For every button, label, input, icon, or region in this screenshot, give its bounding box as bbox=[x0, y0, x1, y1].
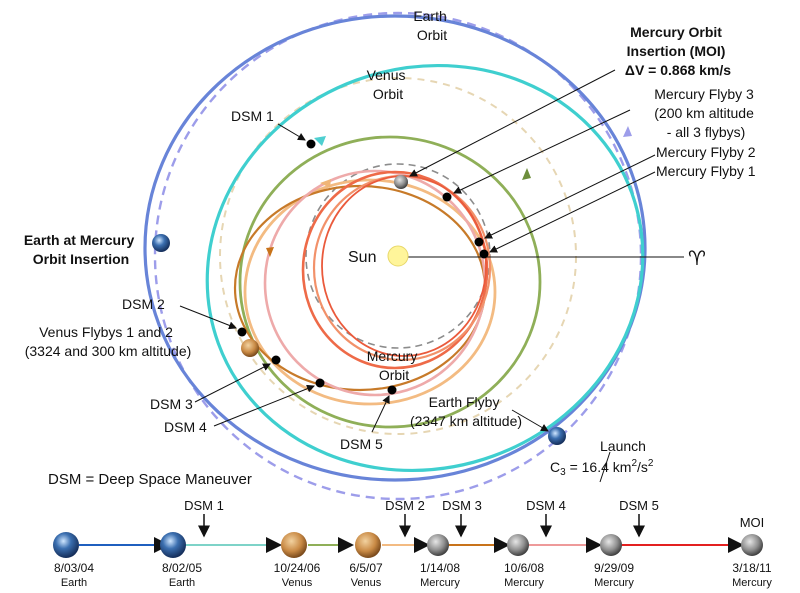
timeline-body: Venus bbox=[351, 577, 382, 589]
arrow-cyan-icon bbox=[314, 136, 326, 146]
event-dots bbox=[237, 139, 489, 395]
timeline-earth-2-icon bbox=[160, 532, 186, 558]
timeline-venus-2-icon bbox=[355, 532, 381, 558]
aries-symbol: ♈ bbox=[688, 248, 706, 270]
launch-label: Launch bbox=[600, 438, 646, 454]
timeline-marker-dsm3: DSM 3 bbox=[442, 498, 482, 513]
c3-label: C3 = 16.4 km2/s2 bbox=[550, 458, 654, 478]
earth-flyby-label: Earth Flyby (2347 km altitude) bbox=[410, 394, 522, 429]
venus-orbit bbox=[219, 77, 577, 435]
timeline-body: Venus bbox=[282, 577, 313, 589]
trajectories bbox=[143, 14, 647, 482]
timeline: DSM 1 DSM 2 DSM 3 DSM 4 DSM 5 MOI 8/03/0… bbox=[53, 498, 772, 589]
earth-launch-icon bbox=[548, 427, 566, 445]
labels: Earth Orbit Venus Orbit Mercury Orbit Me… bbox=[24, 8, 758, 488]
trajectory-venus-mercury bbox=[243, 178, 497, 406]
earth-orbit bbox=[153, 11, 643, 501]
dsm1-dot bbox=[306, 139, 316, 149]
timeline-earth-1-icon bbox=[53, 532, 79, 558]
venus-flybys-label: Venus Flybys 1 and 2 (3324 and 300 km al… bbox=[25, 324, 192, 359]
dsm3-dot bbox=[271, 355, 281, 365]
earth-at-moi-label: Earth at Mercury Orbit Insertion bbox=[24, 232, 138, 267]
timeline-body: Mercury bbox=[420, 577, 460, 589]
dsm2-label: DSM 2 bbox=[122, 296, 165, 312]
timeline-body: Mercury bbox=[732, 577, 772, 589]
timeline-marker-dsm5: DSM 5 bbox=[619, 498, 659, 513]
flyby1-dot bbox=[479, 249, 489, 259]
trajectory-earth-venus bbox=[205, 63, 645, 473]
timeline-mercury-4-icon bbox=[741, 534, 763, 556]
timeline-dates: 8/03/04 Earth 8/02/05 Earth 10/24/06 Ven… bbox=[54, 561, 772, 589]
trajectory-earth-earth bbox=[143, 14, 647, 482]
sun-icon bbox=[387, 245, 409, 267]
timeline-date: 6/5/07 bbox=[349, 561, 383, 575]
arrow-earth-icon bbox=[623, 126, 632, 137]
dsm4-label: DSM 4 bbox=[164, 419, 207, 435]
timeline-body: Mercury bbox=[504, 577, 544, 589]
sun-label: Sun bbox=[348, 249, 376, 266]
timeline-mercury-3-icon bbox=[600, 534, 622, 556]
trajectory-mercury-5 bbox=[321, 175, 487, 357]
dsm1-label: DSM 1 bbox=[231, 108, 274, 124]
earth-at-moi-icon bbox=[152, 234, 170, 252]
flyby1-label: Mercury Flyby 1 bbox=[656, 163, 756, 179]
trajectory-mercury-3 bbox=[301, 170, 489, 370]
timeline-body: Earth bbox=[169, 577, 195, 589]
timeline-date: 9/29/09 bbox=[594, 561, 634, 575]
mercury-at-moi-icon bbox=[394, 175, 408, 189]
trajectory-venus-venus bbox=[238, 135, 542, 429]
timeline-date: 8/03/04 bbox=[54, 561, 94, 575]
dsm-legend: DSM = Deep Space Maneuver bbox=[48, 471, 252, 488]
flyby2-label: Mercury Flyby 2 bbox=[656, 144, 756, 160]
dsm5-label: DSM 5 bbox=[340, 436, 383, 452]
dsm4-dot bbox=[315, 378, 325, 388]
timeline-body: Mercury bbox=[594, 577, 634, 589]
timeline-body: Earth bbox=[61, 577, 87, 589]
earth-orbit-label: Earth Orbit bbox=[413, 8, 450, 43]
timeline-date: 3/18/11 bbox=[732, 561, 771, 575]
direction-arrows bbox=[266, 126, 632, 257]
timeline-date: 10/6/08 bbox=[504, 561, 544, 575]
timeline-date: 10/24/06 bbox=[274, 561, 321, 575]
timeline-date: 8/02/05 bbox=[162, 561, 202, 575]
mercury-orbit-label: Mercury Orbit bbox=[367, 348, 421, 383]
timeline-mercury-2-icon bbox=[507, 534, 529, 556]
timeline-mercury-1-icon bbox=[427, 534, 449, 556]
flyby2-dot bbox=[474, 237, 484, 247]
timeline-marker-dsm2: DSM 2 bbox=[385, 498, 425, 513]
venus-flyby-icon bbox=[241, 339, 259, 357]
dsm5-dot bbox=[387, 385, 397, 395]
timeline-marker-dsm1: DSM 1 bbox=[184, 498, 224, 513]
timeline-date: 1/14/08 bbox=[420, 561, 460, 575]
timeline-marker-dsm4: DSM 4 bbox=[526, 498, 566, 513]
arrow-green-icon bbox=[522, 168, 531, 180]
timeline-venus-1-icon bbox=[281, 532, 307, 558]
arrow-tan-icon bbox=[320, 179, 331, 188]
moi-label: Mercury Orbit Insertion (MOI) ΔV = 0.868… bbox=[625, 24, 731, 78]
flyby3-label: Mercury Flyby 3 (200 km altitude - all 3… bbox=[654, 86, 758, 140]
flyby3-dot bbox=[442, 192, 452, 202]
dsm2-dot bbox=[237, 327, 247, 337]
arrow-brown-icon bbox=[266, 247, 274, 257]
venus-orbit-label: Venus Orbit bbox=[367, 67, 410, 102]
leader-arrows bbox=[179, 69, 656, 483]
dsm3-label: DSM 3 bbox=[150, 396, 193, 412]
timeline-marker-moi: MOI bbox=[740, 515, 765, 530]
